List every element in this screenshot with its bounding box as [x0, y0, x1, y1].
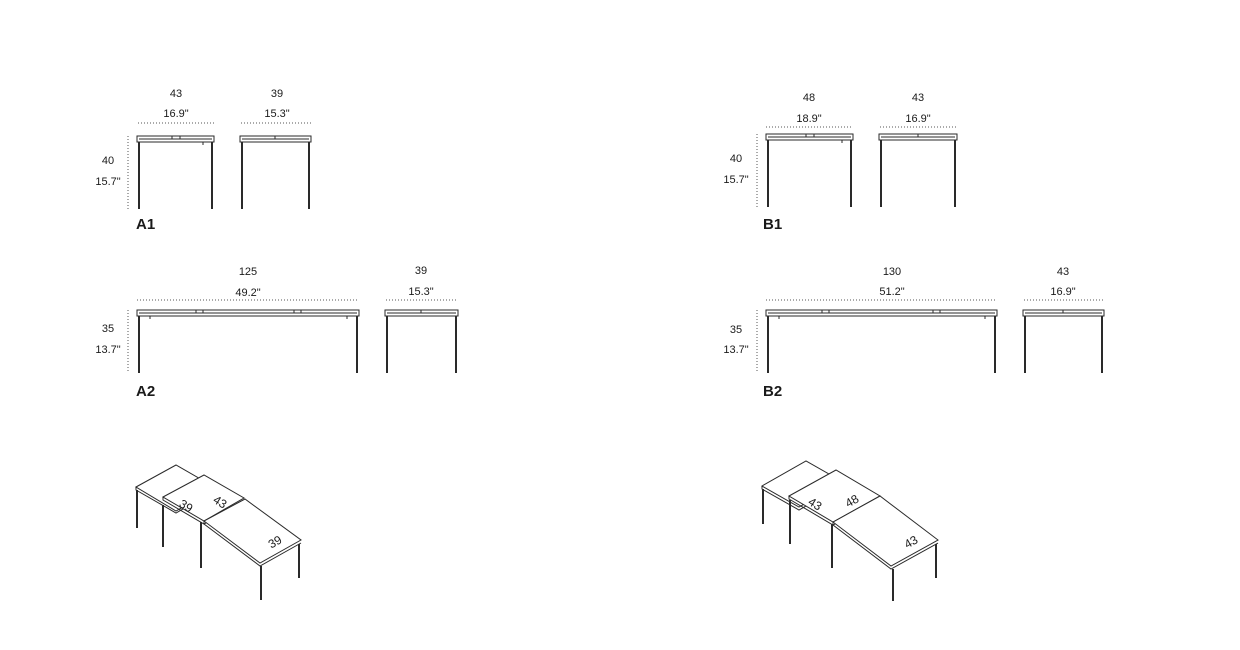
b2-height-cm: 35 [730, 324, 742, 336]
a1-label: A1 [136, 216, 155, 233]
b1-height-cm: 40 [730, 153, 742, 165]
b2-table1-width-in: 51.2" [879, 286, 904, 298]
b1-table1-elevation [765, 133, 854, 207]
set-b2: 130 51.2" 43 16.9" 35 13.7" B2 [723, 266, 1105, 400]
iso-a-long-table [203, 498, 302, 600]
a2-table1-width-cm: 125 [239, 266, 257, 278]
a2-height-cm: 35 [102, 323, 114, 335]
b2-height-in: 13.7" [723, 344, 748, 356]
b2-table1-elevation [765, 309, 998, 373]
isometric-view-a: 39 43 39 [134, 464, 302, 600]
b2-table2-width-in: 16.9" [1050, 286, 1075, 298]
b1-height-in: 15.7" [723, 174, 748, 186]
a1-height-cm: 40 [102, 155, 114, 167]
set-a2: 125 49.2" 39 15.3" 35 13.7" A2 [95, 265, 459, 400]
a1-table2-elevation [239, 135, 312, 209]
a1-table2-width-cm: 39 [271, 88, 283, 100]
a2-table2-width-in: 15.3" [408, 286, 433, 298]
b1-table1-width-cm: 48 [803, 92, 815, 104]
a2-table2-width-cm: 39 [415, 265, 427, 277]
iso-a-label-3: 39 [266, 532, 285, 551]
a2-height-in: 13.7" [95, 344, 120, 356]
a2-table1-width-in: 49.2" [235, 287, 260, 299]
a1-table1-width-in: 16.9" [163, 108, 188, 120]
a1-height-in: 15.7" [95, 176, 120, 188]
b1-table1-width-in: 18.9" [796, 113, 821, 125]
b1-table2-width-in: 16.9" [905, 113, 930, 125]
iso-b-long-table [832, 495, 939, 601]
isometric-view-b: 43 48 43 [760, 460, 939, 601]
a1-table1-elevation [136, 135, 215, 209]
a1-table2-width-in: 15.3" [264, 108, 289, 120]
iso-b-label-3: 43 [902, 532, 921, 551]
b2-table1-width-cm: 130 [883, 266, 901, 278]
b1-label: B1 [763, 216, 782, 233]
set-b1: 48 18.9" 43 16.9" 40 15.7" B1 [723, 92, 958, 233]
a2-table2-elevation [384, 309, 459, 373]
b2-table2-width-cm: 43 [1057, 266, 1069, 278]
iso-b-label-2: 48 [843, 491, 862, 510]
a1-table1-width-cm: 43 [170, 88, 182, 100]
b1-table2-width-cm: 43 [912, 92, 924, 104]
set-a1: 43 16.9" 39 15.3" 40 15.7" A1 [95, 88, 312, 233]
a2-table1-elevation [136, 309, 360, 373]
b1-table2-elevation [878, 133, 958, 207]
b2-table2-elevation [1022, 309, 1105, 373]
a2-label: A2 [136, 383, 155, 400]
b2-label: B2 [763, 383, 782, 400]
